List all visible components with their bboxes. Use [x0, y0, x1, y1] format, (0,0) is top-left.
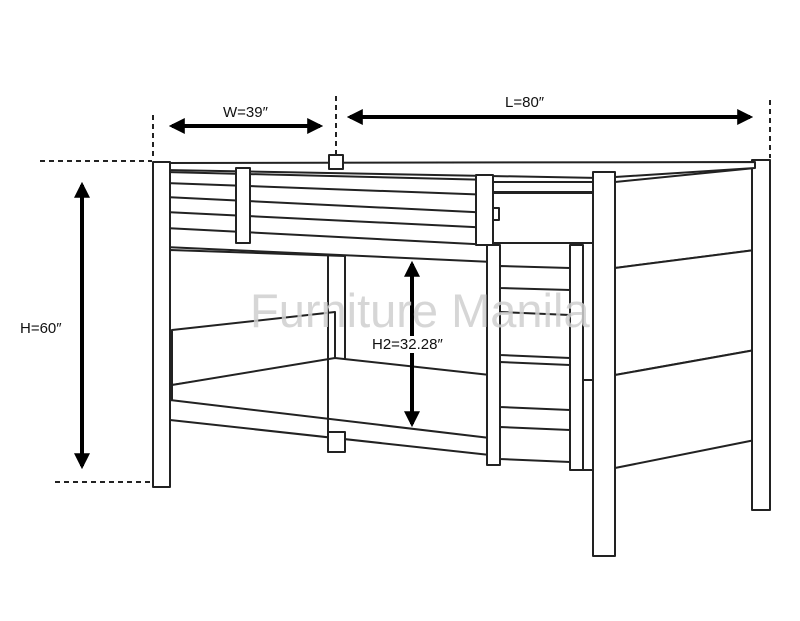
back-right-post: [751, 159, 771, 511]
extension-lines: [40, 96, 771, 483]
front-left-post: [152, 161, 171, 488]
width-label: W=39″: [221, 104, 270, 121]
front-right-post: [592, 171, 616, 557]
ladder[interactable]: [486, 244, 584, 471]
side-panel: [614, 167, 756, 469]
height-label: H=60″: [18, 320, 64, 337]
clearance-label: H2=32.28″: [370, 336, 445, 353]
watermark-text: Furniture Manila: [250, 284, 590, 337]
length-label: L=80″: [503, 94, 547, 111]
